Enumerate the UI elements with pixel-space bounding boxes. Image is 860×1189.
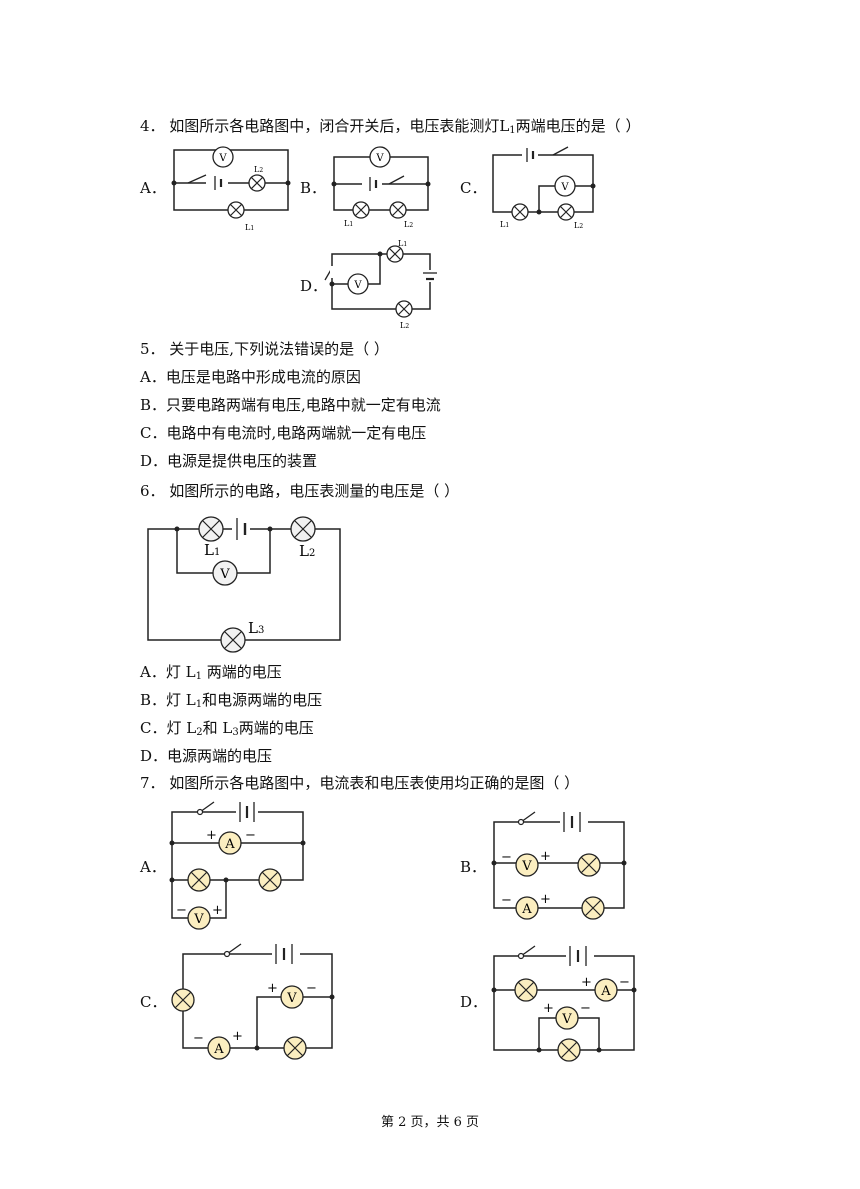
- q4-option-b-label: B．: [300, 179, 327, 197]
- svg-text:V: V: [219, 567, 230, 582]
- svg-text:L1: L1: [344, 219, 353, 228]
- q6-stem: 6． 如图所示的电路，电压表测量的电压是（ ）: [140, 482, 460, 500]
- q6-option-b: B．灯 L1和电源两端的电压: [140, 691, 323, 710]
- q7-option-b-label: B．: [460, 858, 487, 876]
- svg-text:L1: L1: [204, 541, 220, 559]
- q6-circuit: L1 L2 V L3: [147, 516, 341, 653]
- svg-text:L2: L2: [574, 221, 583, 230]
- svg-text:L2: L2: [299, 542, 315, 560]
- svg-text:V: V: [521, 859, 532, 874]
- svg-text:+: +: [581, 975, 592, 990]
- q5-stem: 5． 关于电压,下列说法错误的是（ ）: [140, 340, 389, 358]
- svg-text:V: V: [286, 991, 297, 1006]
- svg-text:L2: L2: [404, 220, 413, 229]
- svg-text:A: A: [224, 837, 235, 852]
- svg-text:V: V: [353, 280, 362, 291]
- svg-text:L1: L1: [398, 239, 407, 248]
- q6-option-c: C．灯 L2和 L3两端的电压: [140, 719, 314, 738]
- q4-option-a-label: A．: [140, 179, 166, 197]
- svg-text:A: A: [600, 984, 611, 999]
- svg-text:+: +: [212, 903, 223, 918]
- svg-text:+: +: [206, 828, 217, 843]
- q6-option-a: A．灯 L1 两端的电压: [140, 663, 282, 682]
- q7-circuit-d: A + − V + −: [491, 944, 637, 1062]
- svg-text:V: V: [193, 912, 204, 927]
- q4-circuit-d: V L1 L2: [324, 239, 438, 330]
- q7-circuit-b: V − + A − +: [491, 810, 627, 920]
- svg-text:−: −: [306, 981, 317, 996]
- svg-text:−: −: [176, 903, 187, 918]
- q5-option-a: A．电压是电路中形成电流的原因: [140, 368, 361, 386]
- q4-circuit-a: V L2 L1: [171, 146, 291, 232]
- svg-text:−: −: [619, 975, 630, 990]
- svg-text:L2: L2: [254, 165, 263, 174]
- svg-text:+: +: [543, 1001, 554, 1016]
- svg-text:−: −: [193, 1031, 204, 1046]
- q4-circuit-c: V L1 L2: [492, 146, 596, 230]
- svg-text:L2: L2: [400, 321, 409, 330]
- svg-text:L1: L1: [500, 220, 509, 229]
- svg-text:−: −: [501, 893, 512, 908]
- q4-circuit-b: V L1 L2: [331, 146, 431, 229]
- svg-text:−: −: [245, 828, 256, 843]
- svg-text:+: +: [540, 849, 551, 864]
- svg-text:V: V: [218, 153, 227, 164]
- svg-text:L3: L3: [248, 619, 264, 637]
- page-footer: 第 2 页，共 6 页: [380, 1115, 480, 1130]
- svg-text:+: +: [540, 892, 551, 907]
- q7-circuit-c: V + − A − +: [171, 942, 335, 1060]
- q7-circuit-a: A + − V − +: [169, 800, 306, 930]
- q5-option-d: D．电源是提供电压的装置: [140, 452, 318, 470]
- q7-option-a-label: A．: [140, 858, 166, 876]
- q7-option-c-label: C．: [140, 993, 167, 1011]
- q4-stem: 4． 如图所示各电路图中，闭合开关后，电压表能测灯L1两端电压的是（ ）: [140, 117, 641, 136]
- q7-option-d-label: D．: [460, 993, 488, 1011]
- q4-option-d-label: D．: [300, 277, 328, 295]
- svg-text:V: V: [560, 182, 569, 193]
- svg-text:−: −: [501, 850, 512, 865]
- svg-text:V: V: [561, 1012, 572, 1027]
- svg-text:−: −: [580, 1001, 591, 1016]
- svg-text:+: +: [267, 981, 278, 996]
- svg-text:+: +: [232, 1029, 243, 1044]
- svg-text:V: V: [375, 153, 384, 164]
- q5-option-b: B．只要电路两端有电压,电路中就一定有电流: [140, 396, 441, 414]
- q6-option-d: D．电源两端的电压: [140, 747, 273, 765]
- q7-stem: 7． 如图所示各电路图中，电流表和电压表使用均正确的是图（ ）: [140, 774, 580, 792]
- q5-option-c: C．电路中有电流时,电路两端就一定有电压: [140, 424, 427, 442]
- svg-text:A: A: [521, 902, 532, 917]
- svg-text:A: A: [213, 1042, 224, 1057]
- svg-text:L1: L1: [245, 223, 254, 232]
- q4-option-c-label: C．: [460, 179, 487, 197]
